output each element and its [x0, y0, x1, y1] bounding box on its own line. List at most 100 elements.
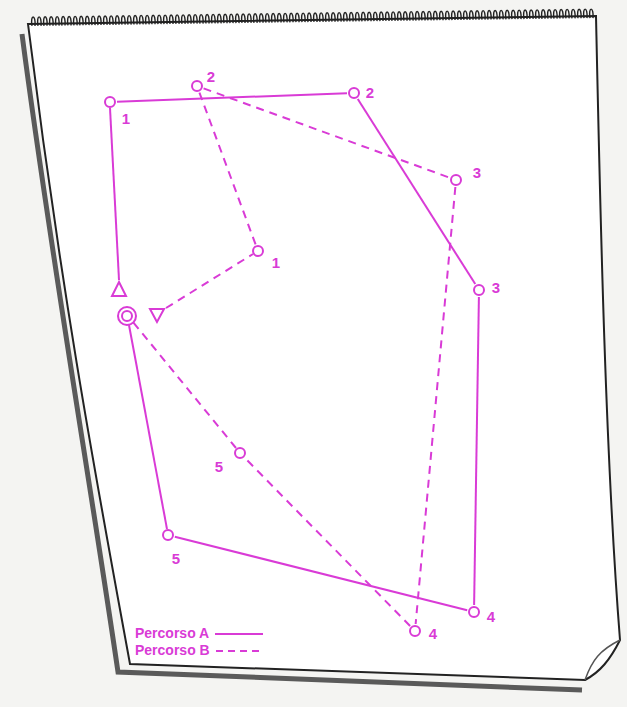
- control-number: 2: [207, 69, 215, 84]
- paper-curl: [585, 640, 620, 680]
- control-circle: [104, 96, 116, 108]
- spiral-loop: [116, 16, 120, 25]
- spiral-loop: [314, 13, 318, 22]
- spiral-loop: [290, 13, 294, 22]
- route-a-leg: [117, 93, 347, 101]
- spiral-loop: [110, 16, 114, 25]
- control-number: 1: [272, 255, 280, 270]
- control-point-a: 4: [468, 606, 480, 618]
- spiral-loop: [500, 10, 504, 19]
- control-point-b: 1: [252, 245, 264, 257]
- finish-circle: [122, 311, 132, 321]
- control-point-b: 3: [450, 174, 462, 186]
- spiral-loop: [302, 13, 306, 22]
- spiral-loop: [122, 16, 126, 25]
- spiral-loop: [338, 13, 342, 22]
- legend-sample: [215, 628, 265, 638]
- spiral-loop: [584, 9, 588, 18]
- spiral-loop: [404, 12, 408, 21]
- spiral-loop: [344, 13, 348, 22]
- control-point-a: 3: [473, 284, 485, 296]
- control-circle: [450, 174, 462, 186]
- control-circle: [234, 447, 246, 459]
- spiral-loop: [554, 10, 558, 19]
- spiral-loop: [320, 13, 324, 22]
- spiral-loop: [326, 13, 330, 22]
- spiral-loop: [104, 16, 108, 25]
- spiral-loop: [368, 12, 372, 21]
- route-a-start-leg: [110, 108, 119, 280]
- route-a-leg: [358, 99, 476, 284]
- route-b-leg: [204, 88, 450, 177]
- spiral-loop: [332, 13, 336, 22]
- control-number: 4: [487, 609, 495, 624]
- spiral-loop: [206, 14, 210, 23]
- legend-text: Percorso A: [135, 625, 209, 641]
- spiral-loop: [44, 17, 48, 26]
- spiral-loop: [218, 14, 222, 23]
- spiral-loop: [242, 14, 246, 23]
- spiral-loop: [248, 14, 252, 23]
- spiral-loop: [416, 12, 420, 21]
- route-b-leg: [416, 187, 456, 624]
- spiral-loop: [170, 15, 174, 24]
- spiral-loop: [422, 11, 426, 20]
- spiral-loop: [578, 9, 582, 18]
- spiral-loop: [62, 17, 66, 26]
- paper-page: [28, 16, 620, 680]
- spiral-loop: [590, 9, 594, 18]
- spiral-loop: [386, 12, 390, 21]
- finish-circle: [118, 307, 136, 325]
- control-point-a: 2: [348, 87, 360, 99]
- spiral-loop: [380, 12, 384, 21]
- control-point-a: 1: [104, 96, 116, 108]
- spiral-loop: [536, 10, 540, 19]
- spiral-loop: [446, 11, 450, 20]
- spiral-loop: [230, 14, 234, 23]
- spiral-loop: [80, 16, 84, 25]
- start-triangle: [112, 282, 126, 296]
- spiral-loop: [92, 16, 96, 25]
- route-a-leg: [474, 297, 479, 605]
- spiral-loop: [374, 12, 378, 21]
- control-point-a: 5: [162, 529, 174, 541]
- control-number: 5: [172, 551, 180, 566]
- spiral-loop: [488, 11, 492, 20]
- spiral-loop: [140, 15, 144, 24]
- spiral-loop: [188, 15, 192, 24]
- spiral-loop: [440, 11, 444, 20]
- spiral-loop: [464, 11, 468, 20]
- spiral-loop: [452, 11, 456, 20]
- start-triangle: [150, 309, 164, 322]
- spiral-loop: [278, 13, 282, 22]
- spiral-loop: [182, 15, 186, 24]
- spiral-loop: [356, 12, 360, 21]
- route-b-leg: [245, 458, 410, 626]
- spiral-loop: [128, 16, 132, 25]
- spiral-loop: [362, 12, 366, 21]
- legend-row: Percorso B: [135, 641, 266, 658]
- spiral-loop: [560, 10, 564, 19]
- control-point-b: 5: [234, 447, 246, 459]
- spiral-loop: [458, 11, 462, 20]
- spiral-binding: [32, 9, 594, 26]
- control-circle: [191, 80, 203, 92]
- spiral-loop: [194, 15, 198, 24]
- spiral-loop: [266, 14, 270, 23]
- control-point-b: 2: [191, 80, 203, 92]
- spiral-loop: [212, 14, 216, 23]
- control-circle: [348, 87, 360, 99]
- spiral-loop: [146, 15, 150, 24]
- control-circle: [409, 625, 421, 637]
- spiral-loop: [482, 11, 486, 20]
- spiral-loop: [38, 17, 42, 26]
- spiral-loop: [470, 11, 474, 20]
- spiral-loop: [176, 15, 180, 24]
- control-number: 4: [429, 626, 437, 641]
- spiral-loop: [236, 14, 240, 23]
- control-point-b: 4: [409, 625, 421, 637]
- spiral-loop: [542, 10, 546, 19]
- legend-sample: [216, 645, 266, 655]
